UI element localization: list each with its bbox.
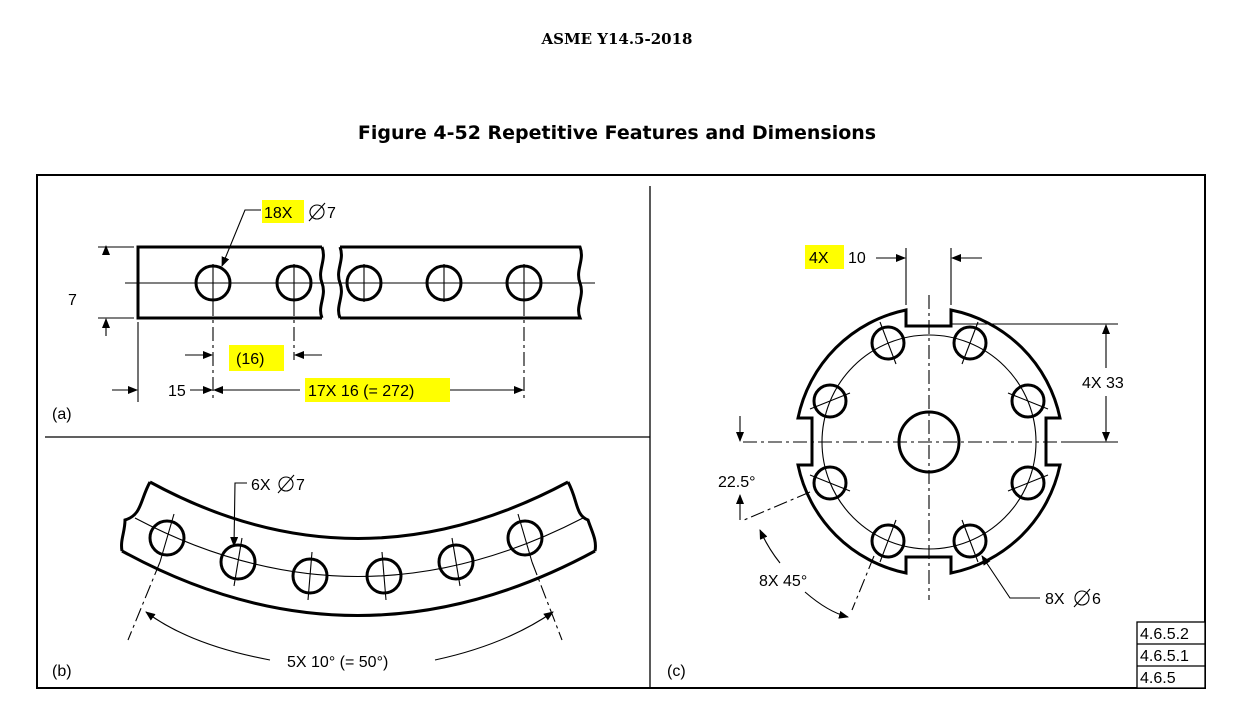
hole-callout-c: 8X [1045,591,1065,608]
height-dim-a: 7 [68,292,77,309]
ref-spacing-a: (16) [236,351,264,368]
spacing-dim-highlight [305,378,450,402]
diameter-symbol-icon [308,202,326,222]
panel-a-drawing [98,209,595,402]
slot-width-c: 10 [848,250,866,267]
panel-label-b: (b) [52,663,72,680]
panel-c-drawing [736,248,1118,619]
reference-item: 4.6.5 [1140,670,1176,687]
reference-item: 4.6.5.2 [1140,626,1189,643]
figure-frame [36,174,1206,689]
standard-title: ASME Y14.5-2018 [541,30,693,48]
hole-size-b: 7 [296,477,305,494]
panel-label-a: (a) [52,406,72,423]
reference-table [1136,621,1206,689]
slot-count-highlight [805,245,844,269]
hole-size-a: 7 [327,205,336,222]
slot-count-c: 4X [809,250,829,267]
callout-a-highlight [262,200,304,223]
hole-size-c: 6 [1092,591,1101,608]
panel-label-c: (c) [667,663,686,680]
figure-title: Figure 4-52 Repetitive Features and Dime… [357,122,877,144]
start-angle-c: 22.5° [718,474,756,491]
edge-dim-a: 15 [168,383,186,400]
spacing-dim-a: 17X 16 (= 272) [308,383,414,400]
angular-spacing-c: 8X 45° [759,573,807,590]
diameter-symbol-icon [1073,588,1091,608]
hole-callout-count-a: 18X [264,205,293,222]
hole-callout-b: 6X [251,477,271,494]
reference-item: 4.6.5.1 [1140,648,1189,665]
ref-spacing-highlight [229,345,284,371]
panel-b-drawing [120,480,597,661]
angle-dim-b: 5X 10° (= 50°) [287,654,388,671]
diameter-symbol-icon [277,474,295,494]
slot-offset-c: 4X 33 [1082,375,1124,392]
